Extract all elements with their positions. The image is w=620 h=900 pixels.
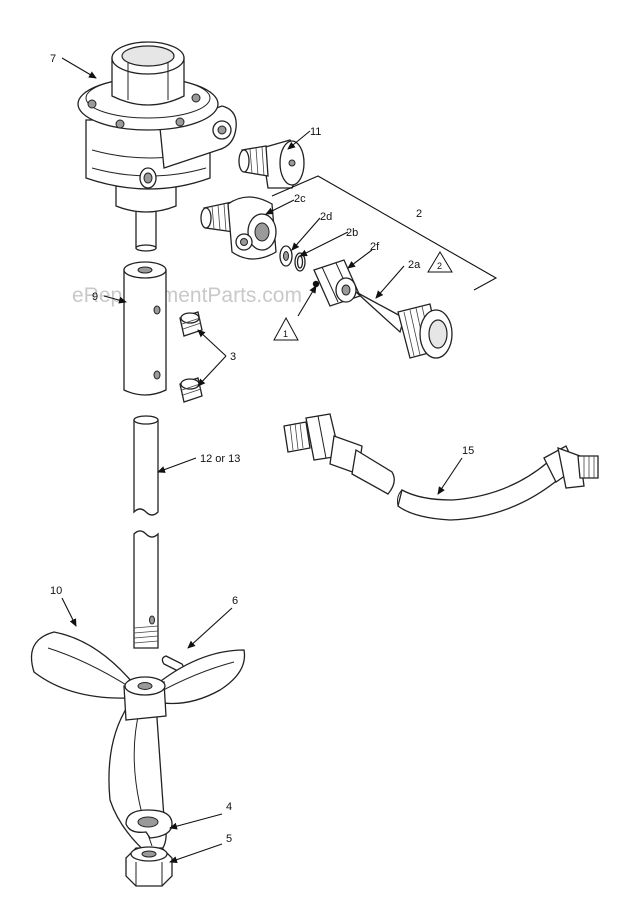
label-part-2f: 2f bbox=[370, 241, 380, 253]
label-part-15: 15 bbox=[462, 445, 474, 457]
note-1-label: 1 bbox=[283, 329, 288, 339]
assembly-2-bracket bbox=[271, 175, 498, 291]
watermark: eReplacementParts.com bbox=[72, 284, 302, 307]
note-2-label: 2 bbox=[437, 261, 442, 271]
label-part-11: 11 bbox=[310, 126, 321, 138]
label-part-2c: 2c bbox=[294, 193, 306, 205]
label-part-10: 10 bbox=[50, 585, 62, 597]
needle-valve-2a bbox=[355, 291, 453, 359]
nut-2f bbox=[312, 259, 361, 307]
hex-nut bbox=[125, 846, 173, 887]
tee-fitting bbox=[200, 196, 277, 260]
mixer-shaft bbox=[133, 415, 159, 649]
label-part-6: 6 bbox=[232, 595, 238, 607]
note-triangle-2: 2 bbox=[427, 251, 453, 273]
set-screws bbox=[179, 311, 203, 403]
label-part-2d: 2d bbox=[320, 211, 332, 223]
air-motor bbox=[77, 41, 237, 252]
hose-assembly bbox=[283, 413, 599, 521]
label-part-3: 3 bbox=[230, 351, 236, 363]
label-part-5: 5 bbox=[226, 833, 232, 845]
label-part-2a: 2a bbox=[408, 259, 421, 271]
muffler bbox=[238, 139, 305, 189]
label-part-9: 9 bbox=[92, 291, 98, 303]
label-part-12-or-13: 12 or 13 bbox=[200, 453, 240, 465]
label-part-2b: 2b bbox=[346, 227, 358, 239]
coupler bbox=[123, 261, 167, 396]
label-part-7: 7 bbox=[50, 53, 56, 65]
leader-lines bbox=[61, 57, 463, 864]
label-part-2: 2 bbox=[416, 208, 422, 220]
note-triangle-1: 1 bbox=[273, 316, 299, 341]
label-part-4: 4 bbox=[226, 801, 232, 813]
washer-2d bbox=[279, 245, 293, 267]
